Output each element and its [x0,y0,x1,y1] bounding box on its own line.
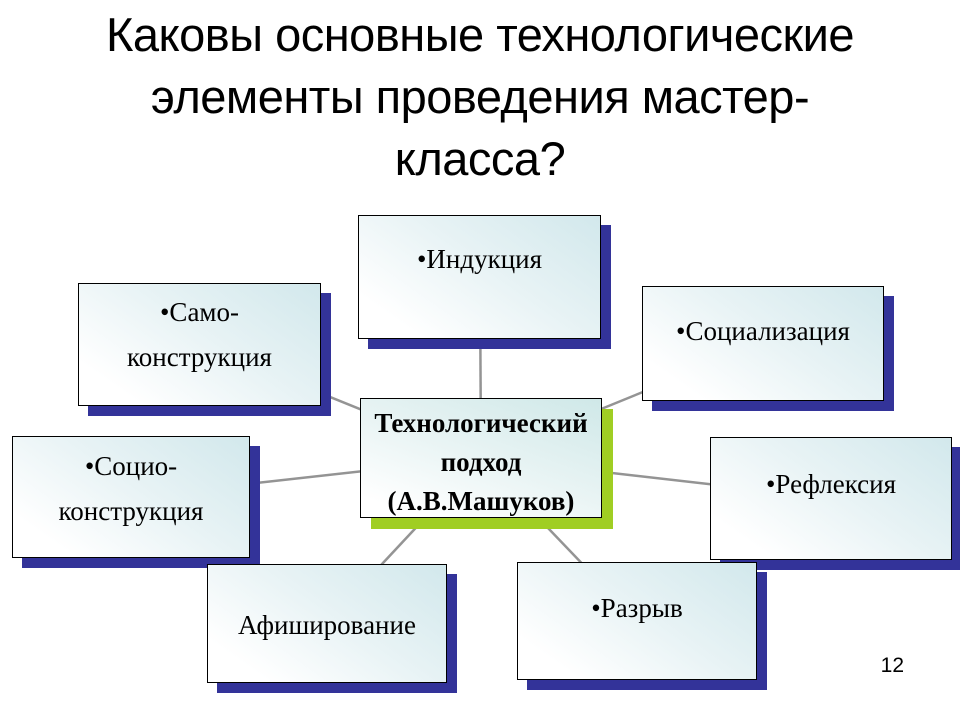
node-socio-construction-label-line-1: •Социо- [84,451,178,481]
node-rupture: •Разрыв [517,562,757,680]
node-center-label-line-1: Технологический [374,408,588,438]
node-samo-construction-label-line-1: •Само- [159,297,240,327]
slide-title: Каковы основные технологические элементы… [40,4,920,190]
node-induction: •Индукция [358,215,601,339]
node-center-technological-approach: Технологический подход (А.В.Машуков) [360,398,602,518]
page-number: 12 [880,654,904,677]
node-induction-label: •Индукция [416,244,543,274]
node-socialization: •Социализация [642,286,884,401]
node-reflection: •Рефлексия [710,437,952,560]
node-center-label-line-3: (А.В.Машуков) [387,486,575,516]
node-advertisement-label: Афиширование [238,610,416,640]
node-socio-construction: •Социо- конструкция [12,436,250,558]
node-samo-construction-label-line-2: конструкция [127,342,272,372]
node-advertisement: Афиширование [207,564,447,683]
node-socialization-label: •Социализация [676,316,850,346]
node-reflection-label: •Рефлексия [765,469,896,499]
node-center-label-line-2: подход [440,447,522,477]
node-samo-construction: •Само- конструкция [78,283,321,406]
slide-title-line-2: элементы проведения мастер- [150,70,810,123]
slide-title-line-3: класса? [394,132,566,185]
node-rupture-label: •Разрыв [591,593,683,623]
slide-title-line-1: Каковы основные технологические [106,8,854,61]
node-socio-construction-label-line-2: конструкция [58,496,204,526]
